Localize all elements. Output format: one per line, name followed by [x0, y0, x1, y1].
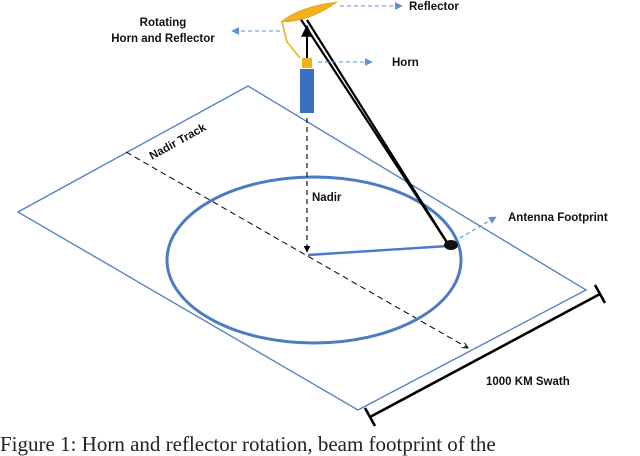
antenna-footprint-spot — [444, 240, 458, 250]
horn-element — [302, 58, 312, 68]
reflector-label: Reflector — [409, 1, 459, 13]
beam-arrow-line — [299, 17, 449, 245]
nadir-track-label: Nadir Track — [148, 121, 209, 162]
swath-label: 1000 KM Swath — [486, 376, 570, 388]
reflector-dish — [280, 1, 339, 23]
nadir-label: Nadir — [312, 192, 342, 204]
footprint-arrow — [459, 216, 497, 239]
rotating-label-line1: Rotating — [140, 17, 187, 29]
antenna-footprint-label: Antenna Footprint — [508, 212, 608, 224]
scan-circle — [165, 175, 463, 345]
horn-label: Horn — [392, 57, 419, 69]
rotating-label-line2: Horn and Reflector — [111, 33, 215, 45]
swath-dimension — [363, 284, 607, 427]
feed-tube — [300, 69, 314, 113]
figure-caption: Figure 1: Horn and reflector rotation, b… — [0, 432, 496, 456]
beam-radius-line — [307, 244, 449, 257]
reflector-struts — [281, 21, 301, 59]
ground-plane — [16, 85, 588, 411]
nadir-track-line — [125, 151, 468, 348]
